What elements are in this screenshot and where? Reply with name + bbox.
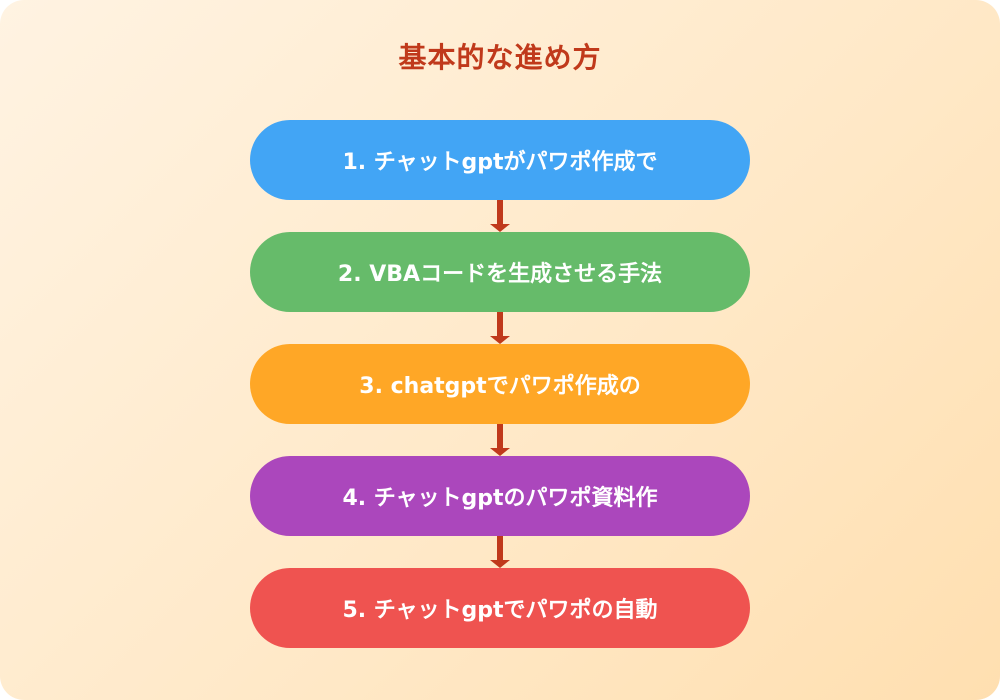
step-1: 1. チャットgptがパワポ作成で — [250, 120, 750, 200]
diagram-title: 基本的な進め方 — [398, 41, 602, 74]
arrow-connector — [497, 312, 503, 336]
step-label: 2. VBAコードを生成させる手法 — [337, 262, 663, 287]
arrow-connector — [497, 536, 503, 560]
arrow-head-icon — [490, 560, 510, 568]
step-label: 3. chatgptでパワポ作成の — [359, 374, 641, 399]
step-4: 4. チャットgptのパワポ資料作 — [250, 456, 750, 536]
step-2: 2. VBAコードを生成させる手法 — [250, 232, 750, 312]
arrow-head-icon — [490, 448, 510, 456]
arrow-head-icon — [490, 336, 510, 344]
step-label: 4. チャットgptのパワポ資料作 — [342, 486, 658, 511]
step-label: 1. チャットgptがパワポ作成で — [342, 150, 658, 175]
step-label: 5. チャットgptでパワポの自動 — [342, 598, 658, 623]
arrow-head-icon — [490, 224, 510, 232]
arrow-connector — [497, 424, 503, 448]
step-3: 3. chatgptでパワポ作成の — [250, 344, 750, 424]
arrow-connector — [497, 200, 503, 224]
step-5: 5. チャットgptでパワポの自動 — [250, 568, 750, 648]
